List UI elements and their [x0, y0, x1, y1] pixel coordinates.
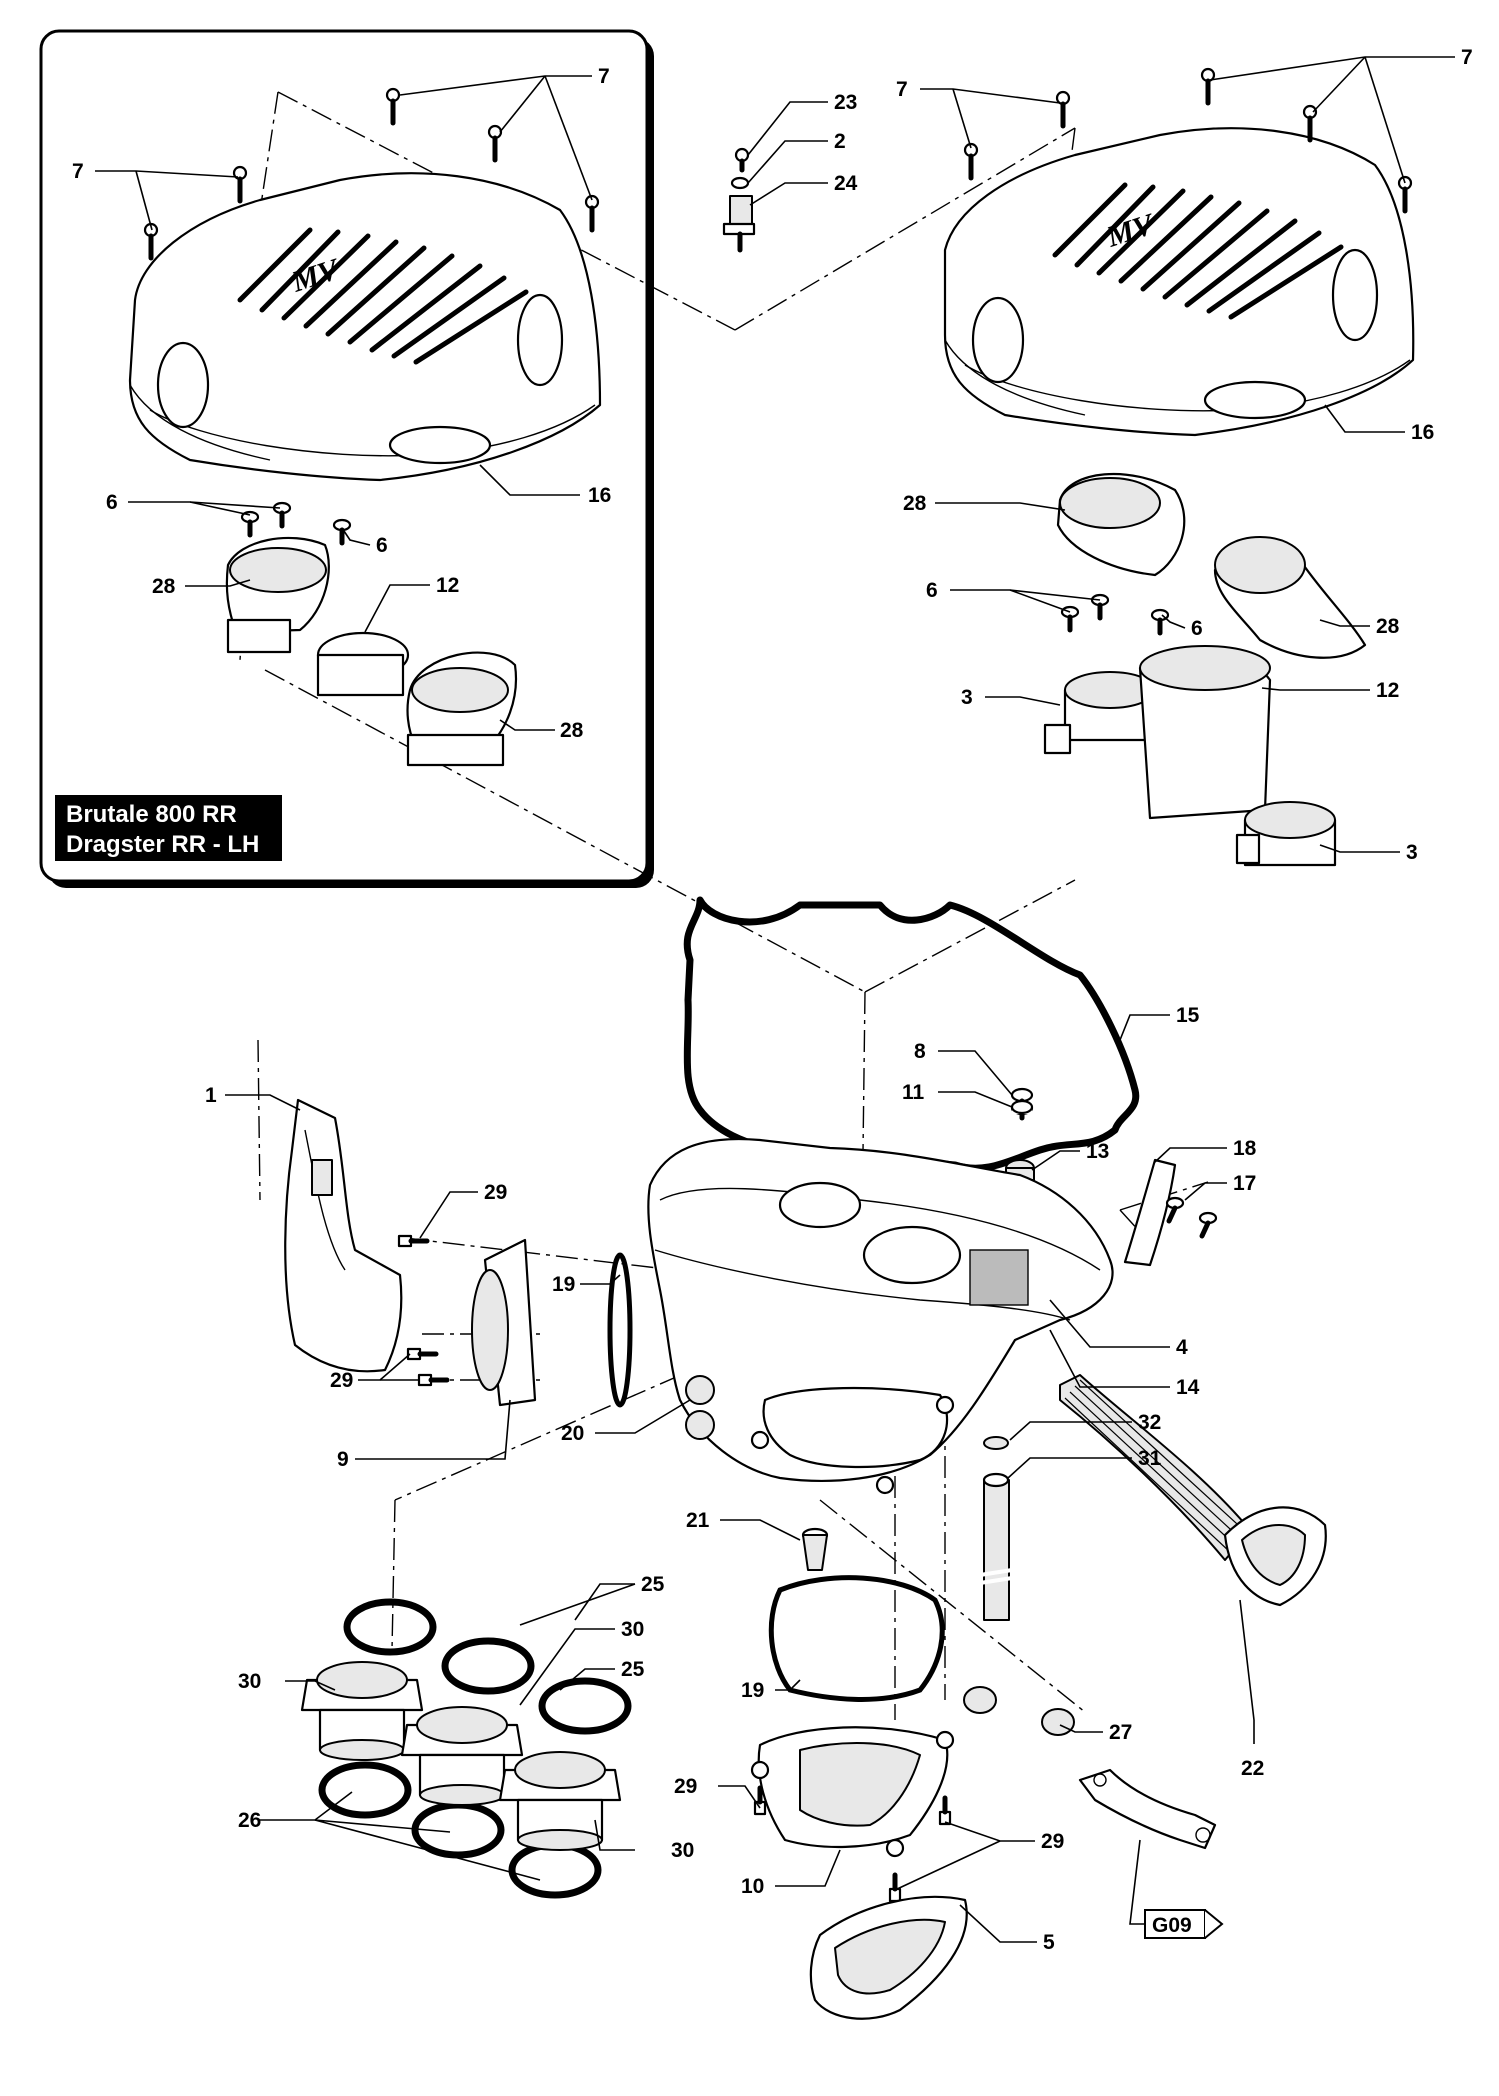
sensor-assembly [722, 147, 756, 253]
callout-29: 29 [1041, 1830, 1064, 1853]
callout-5: 5 [1043, 1931, 1055, 1954]
callout-32: 32 [1138, 1411, 1161, 1434]
flange-9 [471, 1238, 537, 1407]
callout-31: 31 [1138, 1447, 1162, 1470]
callout-8: 8 [914, 1040, 926, 1063]
callout-9: 9 [337, 1448, 349, 1471]
hose-31 [979, 1436, 1013, 1621]
intake-duct-1 [284, 1098, 403, 1373]
callout-6: 6 [106, 491, 118, 514]
callout-30: 30 [621, 1618, 644, 1641]
lower-plate-10 [750, 1726, 955, 1858]
cover-right-ribs [1052, 182, 1344, 320]
variant-title-line1: Brutale 800 RR [66, 801, 237, 828]
callout-23: 23 [834, 91, 857, 114]
airbox-cover-left: MV [128, 172, 602, 482]
callout-16: 16 [588, 484, 611, 507]
callout-25: 25 [621, 1658, 645, 1681]
right-intake-funnels [1043, 472, 1367, 867]
air-filter-22 [1059, 1374, 1327, 1607]
callout-30: 30 [238, 1670, 261, 1693]
callout-28: 28 [1376, 615, 1400, 638]
variant-title-box: Brutale 800 RR Dragster RR - LH [55, 795, 282, 861]
callout-22: 22 [1241, 1757, 1264, 1780]
callout-7: 7 [1461, 46, 1473, 69]
callout-12: 12 [1376, 679, 1399, 702]
airbox-body [647, 1138, 1114, 1495]
adapters-30 [300, 1661, 622, 1851]
callout-labels: 7 7 16 6 6 28 12 28 23 2 24 7 7 16 28 6 … [72, 46, 1473, 1954]
valve-21 [801, 1527, 829, 1571]
callout-10: 10 [741, 1875, 764, 1898]
callout-15: 15 [1176, 1004, 1200, 1027]
callout-6: 6 [376, 534, 388, 557]
callout-6: 6 [1191, 617, 1203, 640]
callout-27: 27 [1109, 1721, 1132, 1744]
variant-title-line2: Dragster RR - LH [66, 831, 259, 858]
callout-20: 20 [561, 1422, 584, 1445]
gasket-15 [683, 896, 1140, 1172]
callout-29: 29 [674, 1775, 697, 1798]
screws-6-left [240, 501, 352, 546]
callout-7: 7 [72, 160, 84, 183]
callout-3: 3 [961, 686, 973, 709]
screws-29-side [397, 1234, 450, 1387]
callout-19: 19 [552, 1273, 575, 1296]
callout-29: 29 [330, 1369, 353, 1392]
screws-6-right [1060, 593, 1170, 636]
callout-11: 11 [902, 1081, 925, 1104]
grommets-27 [963, 1686, 1075, 1736]
callout-16: 16 [1411, 421, 1434, 444]
callout-6: 6 [926, 579, 938, 602]
callout-3: 3 [1406, 841, 1418, 864]
callout-30: 30 [671, 1839, 694, 1862]
callout-21: 21 [686, 1509, 710, 1532]
callout-2: 2 [834, 130, 846, 153]
callout-17: 17 [1233, 1172, 1256, 1195]
screws-17 [1165, 1196, 1218, 1239]
cover-left-ribs [237, 227, 529, 365]
airbox-cover-right: MV [943, 127, 1415, 437]
callout-7: 7 [598, 65, 610, 88]
callout-4: 4 [1176, 1336, 1188, 1359]
callout-28: 28 [560, 719, 584, 742]
ref-tag-g09: G09 [1144, 1909, 1224, 1939]
gasket-19-side [607, 1252, 633, 1408]
callout-29: 29 [484, 1181, 507, 1204]
leader-lines [95, 56, 1455, 1943]
gasket-19-bottom [768, 1575, 945, 1702]
bracket-g09 [1078, 1768, 1217, 1850]
ref-tag-g09-label: G09 [1152, 1914, 1192, 1937]
callout-25: 25 [641, 1573, 665, 1596]
callout-19: 19 [741, 1679, 764, 1702]
left-intake-funnels [225, 536, 518, 767]
callout-13: 13 [1086, 1140, 1109, 1163]
callout-1: 1 [205, 1084, 217, 1107]
callout-18: 18 [1233, 1137, 1257, 1160]
callout-26: 26 [238, 1809, 261, 1832]
washer-11 [1010, 1099, 1034, 1116]
callout-12: 12 [436, 574, 459, 597]
cover-5 [809, 1895, 968, 2020]
bracket-18 [1123, 1158, 1177, 1267]
callout-14: 14 [1176, 1376, 1200, 1399]
rings-25 [343, 1598, 632, 1735]
screws-7 [143, 67, 1413, 261]
callout-7: 7 [896, 78, 908, 101]
callout-24: 24 [834, 172, 858, 195]
callout-28: 28 [152, 575, 176, 598]
callout-28: 28 [903, 492, 927, 515]
